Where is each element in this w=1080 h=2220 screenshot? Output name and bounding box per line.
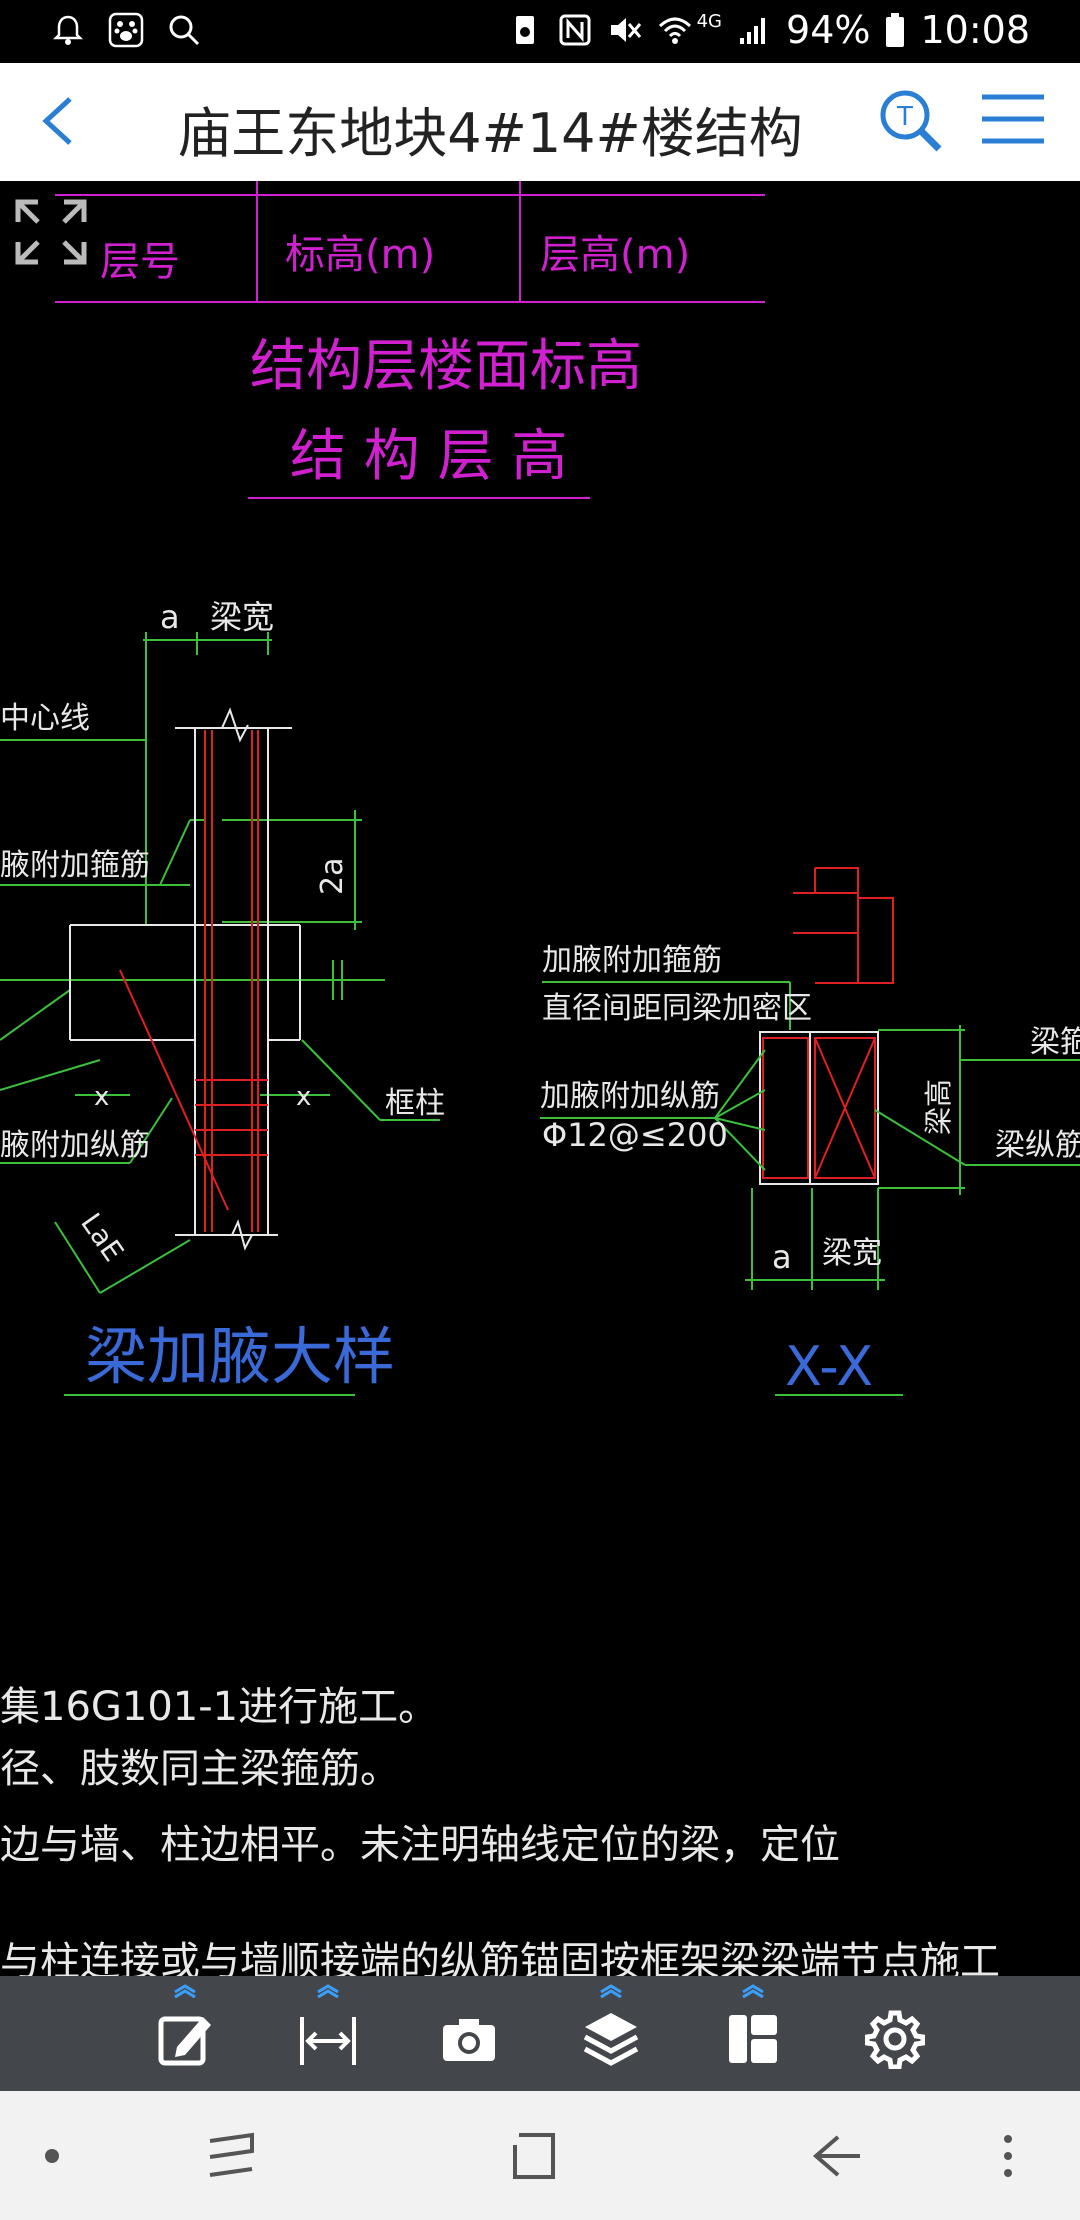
table-header-height: 层高(m) [540, 232, 690, 278]
baidu-paw-icon [108, 12, 144, 48]
label-diameter: 直径间距同梁加密区 [542, 991, 812, 1026]
chevron-up-icon[interactable] [740, 1984, 766, 1998]
settings-tool[interactable] [850, 1984, 940, 2084]
table-caption-2: 结 构 层 高 [290, 424, 567, 489]
bottom-toolbar [0, 1976, 1080, 2091]
label-haunch-stirrup-2: 加腋附加箍筋 [542, 943, 722, 978]
label-x-left: x [94, 1082, 109, 1112]
system-nav-bar [0, 2091, 1080, 2220]
edit-icon[interactable] [155, 2009, 215, 2069]
label-haunch-long-1: 腋附加纵筋 [0, 1128, 150, 1163]
network-type: 4G [696, 10, 723, 32]
chevron-up-icon[interactable] [315, 1984, 341, 1998]
label-x-right: x [296, 1082, 311, 1112]
note-line-1: 集16G101-1进行施工。 [0, 1684, 438, 1730]
label-a-2: a [772, 1238, 792, 1276]
camera-icon[interactable] [439, 2009, 499, 2069]
note-line-3: 边与墙、柱边相平。未注明轴线定位的梁，定位 [0, 1822, 840, 1868]
back-icon[interactable] [808, 2131, 868, 2181]
table-header-floor: 层号 [100, 239, 180, 285]
nfc-icon [559, 14, 591, 46]
label-2a: 2a [315, 858, 350, 895]
search-text-icon[interactable]: T [875, 85, 945, 155]
label-lae: LaE [74, 1207, 130, 1267]
label-beam-width-2: 梁宽 [822, 1236, 882, 1271]
label-centerline: 中心线 [0, 701, 90, 736]
measure-tool[interactable] [283, 1984, 373, 2084]
back-button[interactable] [30, 89, 90, 153]
label-a-1: a [160, 598, 180, 636]
chevron-up-icon[interactable] [598, 1984, 624, 1998]
layers-tool[interactable] [566, 1984, 656, 2084]
home-icon[interactable] [505, 2131, 565, 2181]
label-beam-width-1: 梁宽 [210, 598, 274, 636]
label-beam-height: 梁高 [922, 1079, 955, 1135]
drawing-canvas[interactable]: 层号 标高(m) 层高(m) 结构层楼面标高 结 构 层 高 [0, 181, 1080, 1976]
expand-icon[interactable] [15, 199, 87, 265]
label-haunch-long-2: 加腋附加纵筋 [540, 1079, 720, 1114]
status-bar: 4G 94% 10:08 [0, 0, 1080, 63]
chevron-up-icon[interactable] [172, 1984, 198, 1998]
notification-bell-icon [52, 15, 84, 45]
battery-percent: 94% [786, 8, 871, 52]
hamburger-menu-icon[interactable] [980, 89, 1046, 149]
wifi-icon [658, 17, 691, 44]
more-options-icon[interactable] [978, 2131, 1038, 2181]
label-haunch-stirrup-1: 腋附加箍筋 [0, 848, 150, 883]
layers-icon[interactable] [581, 2009, 641, 2069]
search-icon [169, 15, 200, 46]
section-title: X-X [785, 1335, 873, 1398]
signal-icon [740, 18, 766, 44]
label-frame-column: 框柱 [385, 1086, 445, 1121]
note-line-2: 径、肢数同主梁箍筋。 [0, 1746, 400, 1792]
label-beam-long: 梁纵筋、 [995, 1128, 1080, 1163]
haunch-detail-drawing [0, 632, 440, 1396]
layout-icon[interactable] [723, 2009, 783, 2069]
measure-icon[interactable] [298, 2009, 358, 2069]
page-title: 庙王东地块4#14#楼结构 [177, 102, 803, 165]
edit-tool[interactable] [140, 1984, 230, 2084]
layout-tool[interactable] [708, 1984, 798, 2084]
mute-icon [610, 18, 641, 42]
camera-tool[interactable] [424, 1984, 514, 2084]
app-bar: 庙王东地块4#14#楼结构 T [0, 63, 1080, 182]
section-xx-drawing [540, 867, 1080, 1396]
table-header-elevation: 标高(m) [285, 232, 435, 278]
label-spec: Φ12@≤200 [542, 1116, 728, 1154]
svg-text:T: T [896, 102, 913, 132]
battery-icon [886, 13, 905, 47]
label-beam-stirrup: 梁箍筋 [1030, 1025, 1080, 1060]
settings-icon[interactable] [865, 2009, 925, 2069]
recents-icon[interactable] [202, 2131, 262, 2181]
clock: 10:08 [920, 8, 1030, 52]
floor-table [55, 181, 765, 499]
note-line-4: 与柱连接或与墙顺接端的纵筋锚固按框架梁梁端节点施工 [0, 1939, 1000, 1976]
battery-saver-icon [515, 16, 534, 44]
table-caption-1: 结构层楼面标高 [250, 334, 642, 399]
dot-icon[interactable] [28, 2131, 88, 2181]
detail1-title: 梁加腋大样 [85, 1320, 395, 1393]
